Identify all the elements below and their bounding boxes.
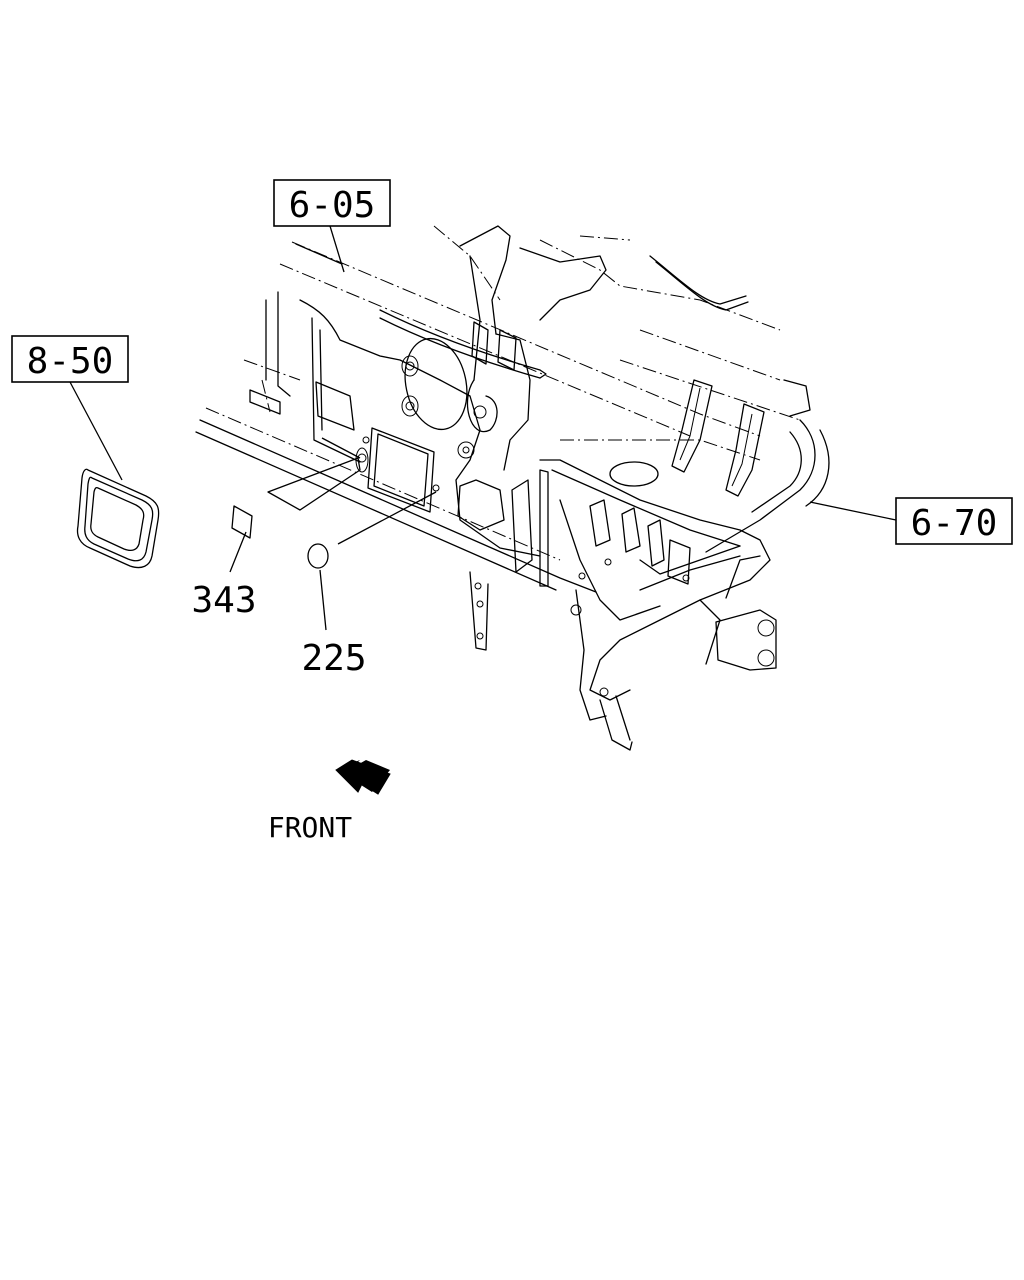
ref-box-6-70[interactable]: 6-70 <box>895 497 1013 545</box>
front-arrow-icon <box>335 759 391 795</box>
ref-6-70-label: 6-70 <box>911 503 998 544</box>
part-225-drawing <box>307 491 437 631</box>
ref-8-50-label: 8-50 <box>27 341 114 382</box>
ref-box-6-05[interactable]: 6-05 <box>273 179 391 227</box>
part-number-225[interactable]: 225 <box>301 638 366 679</box>
ref-box-8-50[interactable]: 8-50 <box>11 335 129 383</box>
leader-8-50 <box>69 381 123 481</box>
leader-6-05 <box>329 225 345 273</box>
front-direction-label: FRONT <box>268 811 352 844</box>
part-number-343[interactable]: 343 <box>191 580 256 621</box>
part-343-drawing <box>229 437 361 573</box>
body-structure-drawing <box>195 225 830 751</box>
grommet-850-drawing <box>76 468 160 569</box>
ref-6-05-label: 6-05 <box>289 185 376 226</box>
leader-6-70 <box>809 501 897 521</box>
